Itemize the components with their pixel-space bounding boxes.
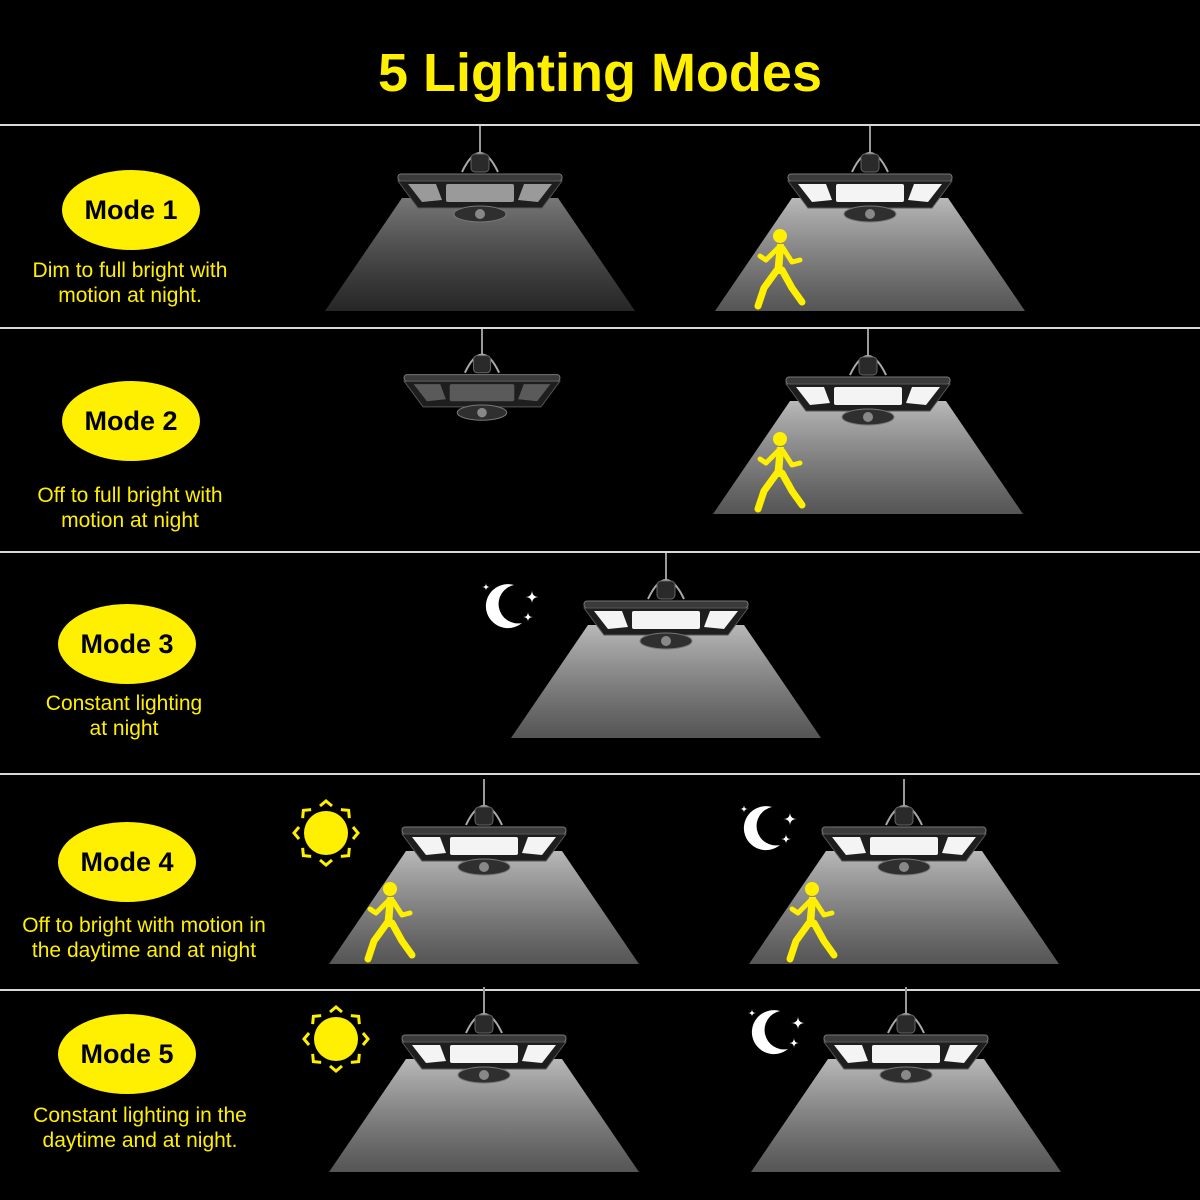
mode-badge: Mode 4 <box>58 822 196 902</box>
mode-badge: Mode 1 <box>62 170 200 250</box>
mode-row-1: Mode 1 Dim to full bright with motion at… <box>0 126 1200 327</box>
bright-lamp-icon <box>329 779 639 964</box>
mode-description: Constant lighting in the daytime and at … <box>33 1104 247 1152</box>
moon-icon <box>748 1009 805 1055</box>
mode-4-illustration <box>292 779 1059 964</box>
running-person-icon <box>754 432 806 513</box>
running-person-icon <box>364 882 416 963</box>
mode-description: Off to bright with motion in the daytime… <box>22 914 266 962</box>
page-title: 5 Lighting Modes <box>378 43 822 103</box>
divider <box>0 989 1200 991</box>
mode-description: Off to full bright with motion at night <box>37 484 223 532</box>
bright-lamp-icon <box>329 987 639 1172</box>
mode-1-illustration <box>325 126 1025 311</box>
bright-lamp-icon <box>715 126 1025 311</box>
mode-row-5: Mode 5 Constant lighting in the daytime … <box>0 987 1200 1200</box>
sun-icon <box>302 1005 370 1073</box>
off-lamp-icon <box>403 329 561 421</box>
sun-icon <box>292 799 360 867</box>
mode-badge: Mode 5 <box>58 1014 196 1094</box>
mode-row-2: Mode 2 Off to full bright with motion at… <box>0 329 1200 551</box>
mode-description: Constant lighting at night <box>45 692 203 740</box>
mode-description: Dim to full bright with motion at night. <box>32 259 228 307</box>
mode-row-3: Mode 3 Constant lighting at night <box>0 553 1200 773</box>
divider <box>0 327 1200 329</box>
mode-badge: Mode 2 <box>62 381 200 461</box>
mode-2-illustration <box>403 329 1023 514</box>
bright-lamp-icon <box>511 553 821 738</box>
bright-lamp-icon <box>749 779 1059 964</box>
moon-icon <box>482 583 539 629</box>
mode-5-illustration <box>302 987 1061 1172</box>
bright-lamp-icon <box>713 329 1023 514</box>
bright-lamp-icon <box>751 987 1061 1172</box>
divider <box>0 773 1200 775</box>
moon-icon <box>740 805 797 851</box>
mode-row-4: Mode 4 Off to bright with motion in the … <box>0 775 1200 989</box>
dim-lamp-icon <box>325 126 635 311</box>
running-person-icon <box>754 229 806 310</box>
running-person-icon <box>786 882 838 963</box>
mode-3-illustration <box>482 553 821 738</box>
divider <box>0 124 1200 126</box>
divider <box>0 551 1200 553</box>
mode-badge: Mode 3 <box>58 604 196 684</box>
